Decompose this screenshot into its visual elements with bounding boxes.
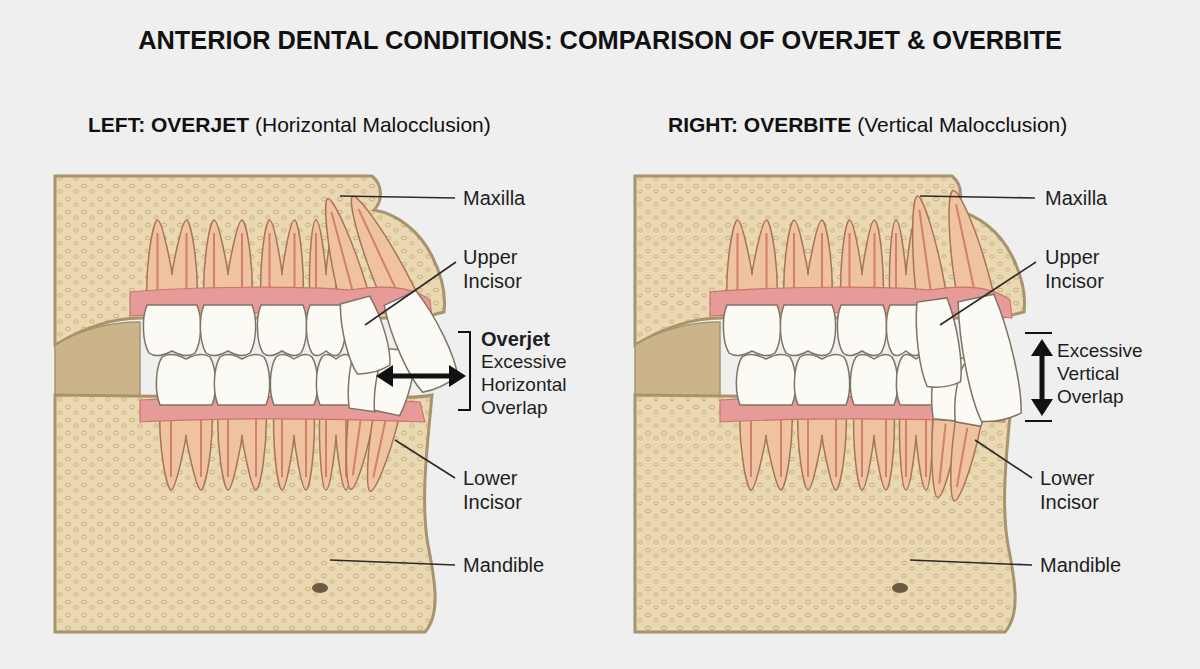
root-canal bbox=[228, 411, 256, 477]
molar-crown bbox=[736, 354, 795, 405]
bracket-tick bbox=[1025, 420, 1052, 422]
tooth-crown bbox=[794, 354, 849, 405]
jaw-panel bbox=[635, 176, 1026, 632]
molar-crown bbox=[257, 305, 306, 356]
root-canal bbox=[331, 212, 354, 296]
tooth-crown bbox=[723, 305, 780, 356]
part-label: Maxilla bbox=[463, 186, 525, 210]
mental-foramen bbox=[312, 583, 328, 593]
molar-crown bbox=[200, 305, 255, 356]
teeth-and-bone bbox=[55, 176, 1026, 632]
leader-line bbox=[330, 560, 455, 565]
leader-lines bbox=[330, 196, 1036, 565]
measure-label: Excessive Vertical Overlap bbox=[1057, 340, 1157, 408]
molar-crown bbox=[794, 354, 849, 405]
mandible-bone bbox=[635, 395, 1015, 632]
bracket-tick bbox=[1025, 332, 1052, 334]
molar-crown bbox=[156, 354, 215, 405]
tooth-crown bbox=[200, 305, 255, 356]
panel-heading: RIGHT: OVERBITE bbox=[668, 112, 851, 137]
tooth-crown bbox=[306, 305, 345, 356]
part-label: Maxilla bbox=[1045, 186, 1107, 210]
bracket bbox=[458, 332, 470, 410]
part-label: Upper Incisor bbox=[463, 245, 553, 293]
incisor-root bbox=[942, 422, 981, 503]
ramus-shadow bbox=[635, 322, 720, 400]
part-label: Lower Incisor bbox=[463, 466, 553, 514]
root-canal bbox=[956, 204, 975, 294]
molar-crown bbox=[306, 305, 345, 356]
panel-subheading: (Vertical Malocclusion) bbox=[857, 112, 1067, 137]
molar-crown bbox=[780, 305, 835, 356]
incisor-crown bbox=[952, 293, 1026, 425]
root-canal bbox=[808, 411, 836, 477]
root-canal bbox=[359, 209, 399, 294]
root-canal bbox=[919, 210, 931, 296]
tooth-crown bbox=[952, 293, 1026, 425]
tooth-root bbox=[935, 187, 994, 302]
tooth-crown bbox=[214, 354, 269, 405]
leader-line bbox=[340, 196, 455, 198]
arrow-head bbox=[1031, 399, 1053, 416]
page-title: ANTERIOR DENTAL CONDITIONS: COMPARISON O… bbox=[0, 26, 1200, 55]
jaw-panel bbox=[55, 176, 463, 632]
tooth-crown bbox=[736, 354, 795, 405]
leader-line bbox=[395, 440, 455, 478]
ramus-shadow bbox=[55, 322, 140, 400]
tooth-crown bbox=[143, 305, 200, 356]
root-canal bbox=[939, 424, 945, 484]
tooth-crown bbox=[912, 297, 965, 389]
root-canal bbox=[862, 411, 886, 477]
leader-line bbox=[940, 262, 1036, 325]
tooth-crown bbox=[780, 305, 835, 356]
tooth-crown bbox=[850, 354, 897, 405]
root-canal bbox=[373, 417, 386, 478]
part-label: Mandible bbox=[1040, 553, 1121, 577]
molar-crown bbox=[850, 354, 897, 405]
tooth-root bbox=[902, 194, 947, 302]
panel-heading: LEFT: OVERJET bbox=[88, 112, 249, 137]
leader-line bbox=[920, 196, 1035, 198]
root-canal bbox=[906, 411, 926, 477]
root-canal bbox=[353, 414, 362, 475]
measurement-arrows bbox=[376, 332, 1053, 421]
leader-line bbox=[975, 440, 1032, 478]
incisor-root bbox=[358, 410, 400, 494]
tooth-crown bbox=[156, 354, 215, 405]
tooth-crown bbox=[257, 305, 306, 356]
leader-line bbox=[365, 262, 456, 325]
part-label: Upper Incisor bbox=[1045, 245, 1135, 293]
arrow-head bbox=[449, 365, 466, 387]
tooth-root bbox=[942, 422, 981, 503]
molar-crown bbox=[143, 305, 200, 356]
part-label: Lower Incisor bbox=[1040, 466, 1130, 514]
tooth-crown bbox=[837, 305, 886, 356]
root-canal bbox=[957, 428, 967, 487]
measure-label: Excessive Horizontal Overlap bbox=[481, 351, 581, 419]
molar-crown bbox=[270, 354, 317, 405]
horizontal-arrow bbox=[390, 374, 452, 379]
panel-subheading: (Horizontal Malocclusion) bbox=[255, 112, 491, 137]
molar-crown bbox=[723, 305, 780, 356]
incisor-root bbox=[935, 187, 994, 302]
molar-crown bbox=[214, 354, 269, 405]
incisor-crown bbox=[912, 297, 965, 389]
arrow-head bbox=[376, 365, 393, 387]
molar-crown bbox=[837, 305, 886, 356]
vertical-arrow bbox=[1040, 352, 1045, 403]
part-label: Mandible bbox=[463, 553, 544, 577]
tooth-root bbox=[358, 410, 400, 494]
tooth-crown bbox=[270, 354, 317, 405]
mental-foramen bbox=[892, 583, 908, 593]
arrow-head bbox=[1031, 339, 1053, 356]
leader-line bbox=[910, 560, 1032, 565]
root-canal bbox=[326, 411, 346, 477]
root-canal bbox=[282, 411, 306, 477]
measure-title: Overjet bbox=[481, 327, 550, 351]
incisor-root bbox=[902, 194, 947, 302]
mandible-bone bbox=[55, 395, 435, 632]
